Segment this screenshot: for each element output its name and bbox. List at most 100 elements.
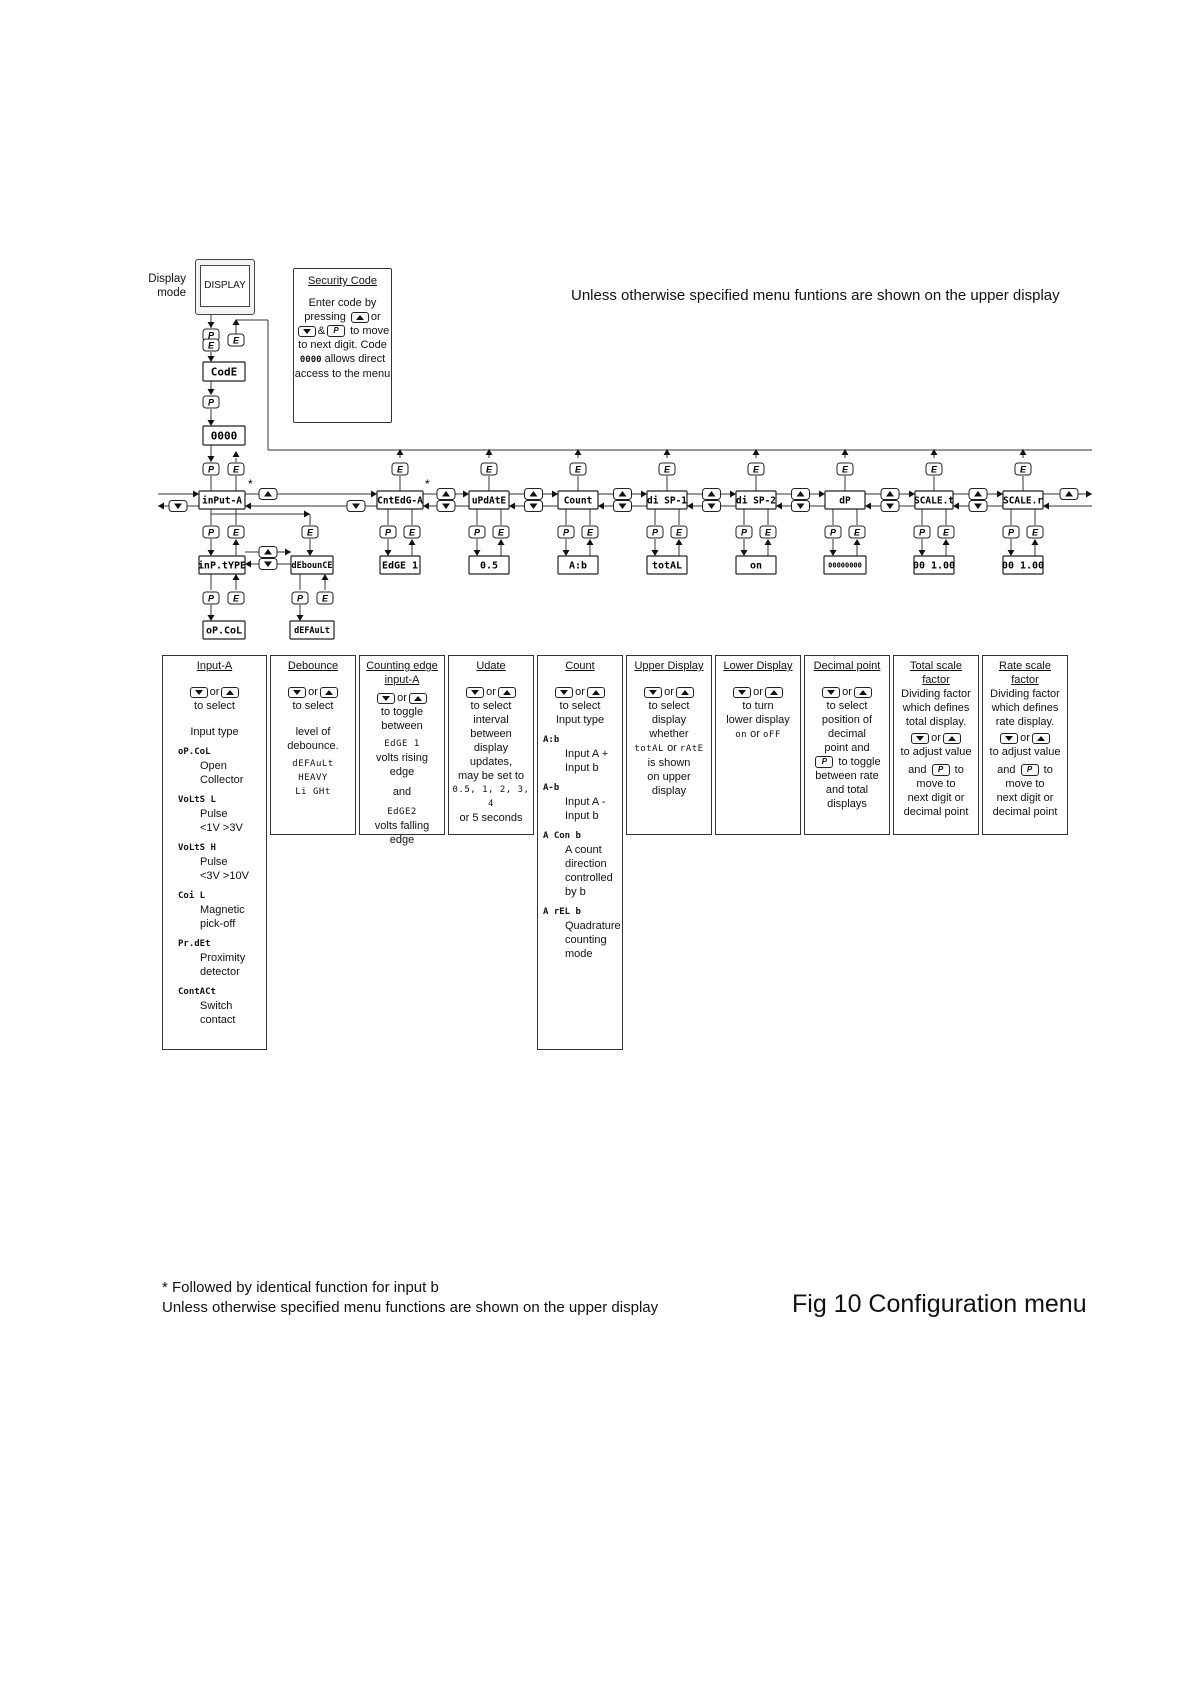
arrowhead-icon [942, 539, 950, 545]
input-type-text: Switch contact [200, 1000, 236, 1026]
svg-text:P: P [1008, 528, 1015, 538]
arrowhead-icon [853, 539, 861, 545]
up-key-icon [497, 686, 516, 698]
svg-text:E: E [753, 465, 760, 475]
svg-text:E: E [397, 465, 404, 475]
down-key-icon [346, 500, 366, 512]
input-type-code: Pr.dEt [178, 939, 211, 949]
desc-adjust: to adjust value [900, 746, 972, 758]
svg-text:E: E [322, 594, 329, 604]
desc-or: or [575, 686, 585, 698]
e-key-icon: E [581, 525, 599, 539]
code-value-display: 0000 [202, 425, 246, 446]
svg-text:E: E [1020, 465, 1027, 475]
e-key-icon: E [301, 525, 319, 539]
display-or: or [667, 742, 677, 754]
down-key-icon [791, 500, 810, 512]
e-key-icon: E [227, 462, 245, 476]
input-type-text: Magnetic pick-off [200, 904, 245, 930]
debounce-value: dEFAuLt [289, 620, 335, 640]
asterisk-mark: * [248, 477, 253, 491]
debounce-value-text: dEFAuLt [294, 626, 330, 636]
menu-value-text: 00 1.00 [1002, 561, 1044, 572]
footnote-asterisk: * Followed by identical function for inp… [162, 1279, 439, 1296]
e-key-icon: E [492, 525, 510, 539]
down-key-icon [1000, 732, 1019, 744]
svg-text:P: P [919, 528, 926, 538]
e-key-icon: E [670, 525, 688, 539]
arrowhead-icon [1043, 502, 1049, 510]
edge-text: volts falling edge [374, 820, 430, 846]
arrowhead-icon [997, 490, 1003, 498]
up-key-icon [1059, 488, 1079, 500]
svg-text:E: E [208, 341, 215, 351]
up-key-icon [436, 488, 456, 500]
arrowhead-icon [193, 490, 199, 498]
up-key-icon [586, 686, 605, 698]
arrowhead-icon [408, 539, 416, 545]
desc-or: or [931, 732, 941, 744]
figure-title: Fig 10 Configuration menu [792, 1290, 1087, 1318]
arrowhead-icon [819, 490, 825, 498]
up-key-icon [968, 488, 988, 500]
arrowhead-icon [918, 550, 926, 556]
upper-display-note: Unless otherwise specified menu funtions… [571, 287, 1060, 304]
up-key-icon [350, 311, 369, 323]
desc-input-type: Input type [190, 726, 239, 738]
arrowhead-icon [764, 539, 772, 545]
svg-text:E: E [842, 465, 849, 475]
svg-text:P: P [208, 398, 215, 408]
arrowhead-icon [232, 539, 240, 545]
desc-counting-edge: Counting edge input-A or to toggle betwe… [359, 655, 445, 846]
svg-text:P: P [297, 594, 304, 604]
menu-value: on [735, 555, 777, 575]
down-key-icon [911, 732, 930, 744]
input-type-code: ContACt [178, 987, 216, 997]
desc-or: or [397, 692, 407, 704]
menu-item: Count [557, 490, 599, 510]
arrowhead-icon [306, 550, 314, 556]
down-key-icon [555, 686, 574, 698]
desc-decimal-point: Decimal point or to select position of d… [804, 655, 890, 835]
menu-value-text: EdGE 1 [382, 561, 418, 572]
desc-upper-display: Upper Display or to select display wheth… [626, 655, 712, 835]
desc-and: and [997, 764, 1016, 776]
up-key-icon [524, 488, 543, 500]
arrowhead-icon [752, 449, 760, 455]
svg-text:P: P [652, 528, 659, 538]
arrowhead-icon [207, 550, 215, 556]
svg-text:E: E [233, 336, 240, 346]
e-key-icon: E [759, 525, 777, 539]
p-key-icon: P [735, 525, 753, 539]
svg-text:P: P [385, 528, 392, 538]
desc-or: or [1020, 732, 1030, 744]
arrowhead-icon [296, 615, 304, 621]
e-key-icon: E [925, 462, 943, 476]
down-key-icon [524, 500, 543, 512]
arrowhead-icon [865, 502, 871, 510]
e-key-icon: E [1014, 462, 1032, 476]
arrowhead-icon [675, 539, 683, 545]
desc-update-title: Udate [476, 660, 506, 672]
optype-value-text: oP.CoL [206, 626, 242, 637]
e-key-icon: E [403, 525, 421, 539]
svg-text:E: E [486, 465, 493, 475]
svg-text:E: E [498, 528, 505, 538]
up-key-icon [791, 488, 810, 500]
svg-text:E: E [233, 594, 240, 604]
e-key-icon: E [316, 591, 334, 605]
desc-rate-title: Rate scale factor [999, 660, 1051, 686]
svg-text:P: P [208, 331, 215, 341]
menu-value: 0.5 [468, 555, 510, 575]
count-type-code: A:b [543, 735, 560, 745]
input-type-code: Coi L [178, 891, 206, 901]
menu-item-text: SCALE.r [1003, 495, 1043, 506]
svg-text:E: E [854, 528, 861, 538]
menu-item-text: CntEdG-A [377, 495, 423, 506]
desc-debounce-title: Debounce [287, 660, 339, 672]
up-key-icon [258, 488, 278, 500]
arrowhead-icon [463, 490, 469, 498]
menu-item-text: di SP-2 [736, 495, 776, 506]
down-key-icon [288, 686, 307, 698]
